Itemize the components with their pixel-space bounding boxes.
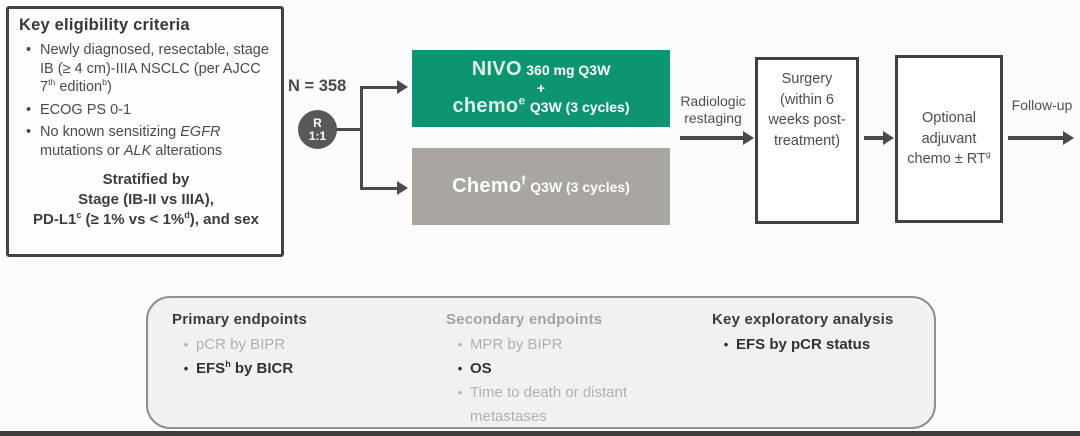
stratified-stage-line: Stage (IB-II vs IIIA),	[78, 191, 214, 208]
endpoint-pcr-bipr: pCR by BIPR	[172, 333, 434, 357]
secondary-endpoints-column: Secondary endpoints MPR by BIPR OS Time …	[446, 311, 698, 429]
connector-bottom-branch	[360, 187, 398, 190]
randomization-circle: R 1:1	[298, 110, 337, 149]
n-randomized-label: N = 358	[288, 77, 347, 95]
randomization-ratio: 1:1	[308, 128, 327, 143]
chemo-schedule-line: chemoe Q3W (3 cycles)	[452, 93, 630, 117]
surgery-box: Surgery (within 6 weeks post-treatment)	[755, 57, 859, 224]
exploratory-analysis-title: Key exploratory analysis	[712, 311, 894, 328]
radiologic-restaging-label: Radiologic restaging	[680, 93, 746, 126]
arrowhead-to-surgery	[743, 131, 754, 145]
stratified-by-title: Stratified by	[102, 171, 190, 188]
connector-circle-stem	[336, 128, 363, 131]
endpoint-os: OS	[446, 357, 698, 381]
primary-endpoints-column: Primary endpoints pCR by BIPR EFSh by BI…	[172, 311, 434, 381]
chemo-drug-name: chemoe	[452, 93, 526, 117]
chemo-arm-box: Chemof Q3W (3 cycles)	[412, 148, 670, 225]
endpoints-panel: Primary endpoints pCR by BIPR EFSh by BI…	[146, 296, 936, 429]
egfr-gene-label: EGFR	[180, 124, 221, 140]
nivo-dose-line: NIVO 360 mg Q3W	[471, 58, 611, 80]
arrowhead-followup	[1063, 131, 1074, 145]
connector-vertical	[360, 86, 363, 190]
bottom-edge-strip	[0, 431, 1080, 436]
primary-endpoints-title: Primary endpoints	[172, 311, 308, 328]
arrowhead-to-chemo-arm	[397, 181, 408, 195]
chemo-only-line: Chemof Q3W (3 cycles)	[452, 172, 630, 197]
stratification-block: Stratified by Stage (IB-II vs IIIA), PD-…	[19, 170, 273, 230]
adjuvant-text: Optional adjuvant chemo ± RTg	[907, 110, 991, 168]
randomization-r: R	[313, 115, 322, 130]
endpoint-time-to-death: Time to death or distant metastases	[446, 381, 698, 429]
stratified-pdl1-line: PD-L1c (≥ 1% vs < 1%d), and sex	[33, 210, 259, 229]
arrowhead-to-adjuvant	[883, 131, 894, 145]
eligibility-title: Key eligibility criteria	[19, 16, 190, 34]
followup-arrow-line	[1008, 136, 1064, 140]
plus-sign: +	[536, 80, 546, 96]
followup-label: Follow-up	[1011, 97, 1073, 113]
adjuvant-box: Optional adjuvant chemo ± RTg	[895, 55, 1003, 223]
eligibility-list: Newly diagnosed, resectable, stage IB (≥…	[19, 41, 273, 160]
arrow-to-surgery-line	[680, 136, 744, 140]
eligibility-box: Key eligibility criteria Newly diagnosed…	[6, 6, 284, 257]
exploratory-analysis-column: Key exploratory analysis EFS by pCR stat…	[712, 311, 932, 357]
arrow-to-adjuvant-line	[864, 136, 884, 140]
eligibility-bullet-mutations: No known sensitizing EGFR mutations or A…	[19, 123, 273, 160]
eligibility-bullet-ecog: ECOG PS 0-1	[19, 101, 273, 120]
endpoint-mpr-bipr: MPR by BIPR	[446, 333, 698, 357]
alk-gene-label: ALK	[123, 142, 152, 159]
connector-top-branch	[360, 86, 398, 89]
chemo-only-drug-name: Chemof	[452, 172, 526, 197]
secondary-endpoints-title: Secondary endpoints	[446, 311, 603, 328]
nivo-chemo-arm-box: NIVO 360 mg Q3W + chemoe Q3W (3 cycles)	[412, 50, 670, 127]
endpoint-efs-bicr: EFSh by BICR	[172, 357, 434, 381]
eligibility-bullet-nsclc: Newly diagnosed, resectable, stage IB (≥…	[19, 41, 273, 97]
endpoint-efs-by-pcr: EFS by pCR status	[712, 333, 932, 357]
arrowhead-to-nivo-arm	[397, 80, 408, 94]
nivo-drug-name: NIVO	[471, 58, 522, 80]
